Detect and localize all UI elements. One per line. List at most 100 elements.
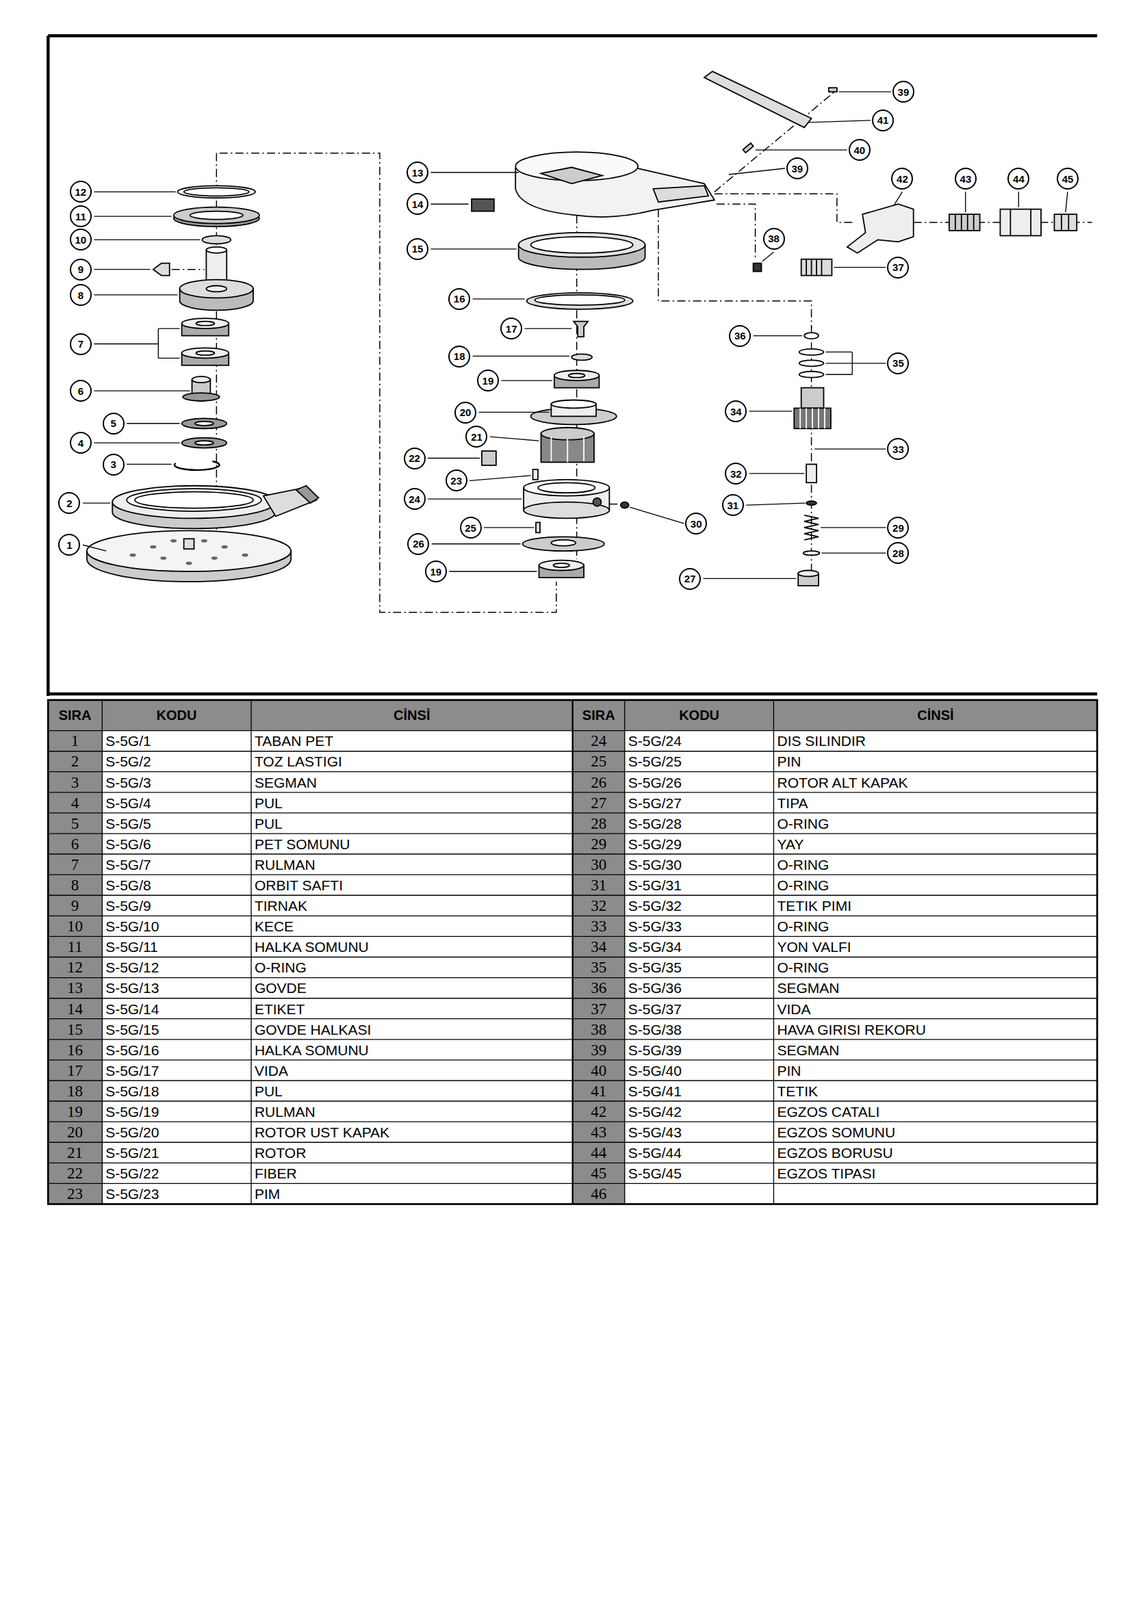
table-cell-text: S-5G/35 (628, 960, 682, 975)
row-number: 4 (71, 795, 80, 812)
callout-number: 36 (734, 330, 746, 341)
table-cell: S-5G/29 (624, 833, 775, 855)
table-cell: S-5G/44 (624, 1142, 775, 1164)
callout-number: 43 (960, 173, 972, 185)
table-cell: 16 (47, 1039, 102, 1061)
table-cell: 45 (572, 1163, 625, 1185)
table-cell-text: PUL (254, 1084, 283, 1099)
table-cell: O-RING (774, 916, 1098, 937)
row-number: 10 (67, 918, 83, 935)
table-cell: ROTOR ALT KAPAK (774, 772, 1098, 793)
table-cell: S-5G/14 (101, 998, 252, 1020)
table-cell: KECE (251, 916, 573, 937)
table-cell-text: RULMAN (254, 1104, 316, 1119)
table-cell: S-5G/37 (624, 998, 775, 1020)
table-cell: 25 (572, 751, 625, 773)
callout-circle: 18 (448, 345, 471, 368)
callout-number: 21 (470, 431, 483, 443)
table-cell: 24 (572, 730, 625, 752)
table-cell: 6 (47, 833, 102, 855)
table-cell-text: S-5G/42 (628, 1104, 682, 1119)
table-cell: 17 (47, 1060, 102, 1081)
table-cell-text: GOVDE (254, 980, 307, 996)
table-cell: S-5G/19 (101, 1101, 252, 1122)
callout-number: 40 (853, 145, 866, 156)
table-cell-text: S-5G/31 (628, 878, 682, 893)
row-number: 20 (67, 1124, 83, 1141)
callout-number: 45 (1062, 173, 1074, 185)
table-cell: ROTOR UST KAPAK (251, 1122, 573, 1143)
table-cell: O-RING (774, 813, 1098, 834)
table-cell-text: SEGMAN (777, 1043, 840, 1058)
callout-number: 31 (727, 500, 740, 511)
row-number: 11 (67, 938, 83, 955)
table-cell: S-5G/26 (624, 772, 775, 793)
callout-number: 19 (429, 566, 442, 577)
table-cell: 37 (572, 998, 625, 1020)
row-number: 45 (590, 1165, 607, 1182)
row-number: 31 (590, 877, 607, 894)
table-cell-text: PET SOMUNU (254, 837, 351, 852)
row-number: 21 (67, 1145, 83, 1161)
table-cell: S-5G/16 (101, 1039, 252, 1061)
table-cell-text: S-5G/44 (628, 1145, 682, 1161)
table-cell: 8 (47, 874, 102, 896)
table-cell: 15 (47, 1019, 102, 1040)
table-cell-text: S-5G/10 (105, 919, 159, 934)
table-cell-text: YAY (777, 837, 805, 852)
table-cell-text: S-5G/22 (105, 1166, 159, 1181)
callout-number: 41 (877, 114, 890, 126)
table-cell-text: S-5G/5 (105, 816, 152, 831)
callout-circle: 39 (892, 80, 915, 103)
table-cell: TETIK PIMI (774, 895, 1098, 917)
table-cell: 42 (572, 1101, 625, 1122)
callout-circle: 38 (763, 227, 786, 250)
callout-number: 10 (74, 234, 87, 246)
row-number: 12 (67, 959, 83, 976)
callout-number: 34 (730, 406, 742, 417)
callout-number: 3 (110, 459, 116, 470)
table-cell-text: S-5G/33 (628, 919, 682, 934)
table-cell-text: S-5G/32 (628, 898, 682, 913)
table-cell: S-5G/28 (624, 813, 775, 834)
row-number: 3 (71, 774, 80, 791)
table-cell-text: VIDA (777, 1001, 812, 1017)
row-number: 8 (71, 877, 80, 894)
table-cell: GOVDE HALKASI (251, 1019, 573, 1040)
table-cell: S-5G/24 (624, 730, 775, 752)
table-cell-text: TETIK PIMI (777, 898, 853, 913)
table-cell-text: TIRNAK (254, 898, 308, 913)
table-cell-text: S-5G/41 (628, 1084, 682, 1099)
callout-circle: 42 (891, 167, 913, 190)
table-cell: SEGMAN (774, 1039, 1098, 1061)
table-cell-text: PUL (254, 816, 283, 831)
row-number: 41 (590, 1083, 607, 1100)
table-cell: YON VALFI (774, 936, 1098, 958)
table-cell: 28 (572, 813, 625, 834)
row-number: 43 (590, 1124, 607, 1141)
table-cell: TIPA (774, 792, 1098, 814)
table-cell: 29 (572, 833, 625, 855)
table-cell: 23 (47, 1184, 102, 1205)
callout-circle: 27 (678, 568, 701, 590)
table-cell: S-5G/2 (101, 751, 252, 773)
table-cell: DIS SILINDIR (774, 730, 1098, 752)
row-number: 42 (590, 1103, 607, 1120)
table-cell: 3 (47, 772, 102, 793)
callout-circle: 2 (58, 492, 81, 514)
table-cell: CİNSİ (774, 700, 1098, 731)
table-cell: S-5G/40 (624, 1060, 775, 1081)
table-cell: S-5G/21 (101, 1142, 252, 1164)
callout-circle: 13 (406, 161, 429, 184)
row-number: 23 (67, 1186, 83, 1202)
table-cell-text: S-5G/40 (628, 1063, 682, 1078)
callout-circle: 6 (69, 379, 92, 402)
row-number: 37 (590, 1001, 607, 1018)
table-cell-text: S-5G/18 (105, 1084, 159, 1099)
table-cell-text: O-RING (777, 857, 830, 872)
table-cell-text: S-5G/39 (628, 1043, 682, 1058)
callout-circle: 40 (848, 138, 871, 161)
callout-number: 8 (78, 290, 84, 301)
table-cell-text: HAVA GIRISI REKORU (777, 1022, 926, 1037)
